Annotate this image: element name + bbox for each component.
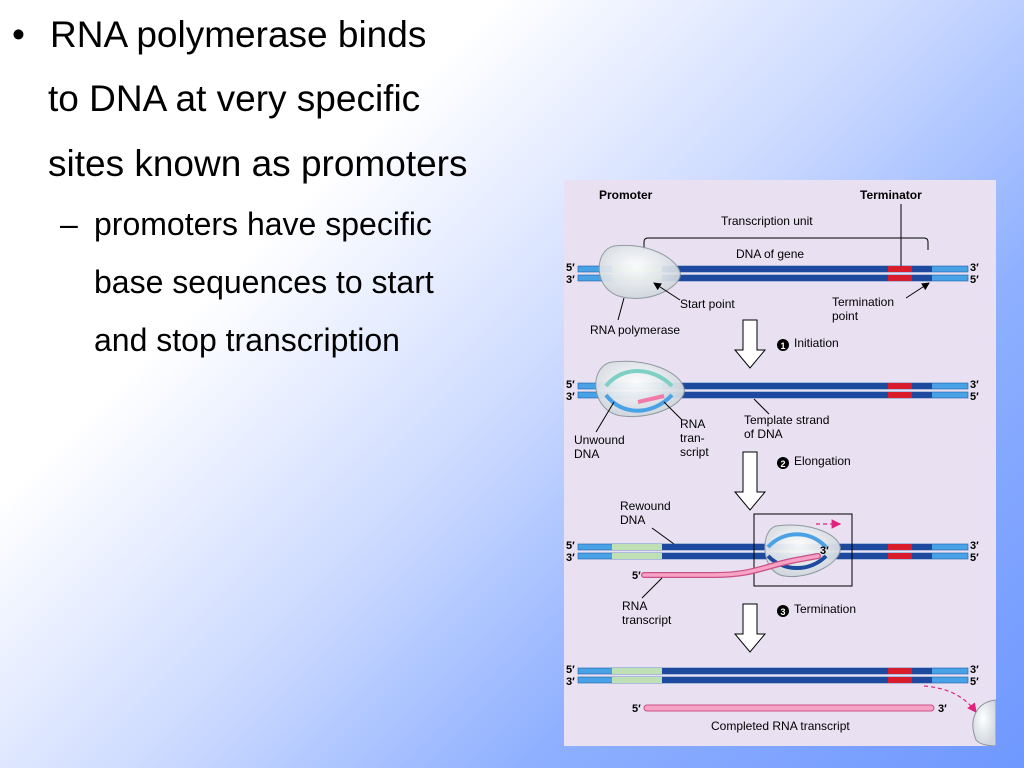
elongation-zoom-box: [753, 513, 853, 587]
start-point-label: Start point: [680, 297, 735, 311]
rna-transcript-a-3: script: [680, 445, 709, 459]
start-point-arrow: [653, 282, 681, 301]
sub-line-2: base sequences to start: [94, 264, 434, 300]
rna-transcript-b-2: transcript: [622, 613, 672, 627]
promoter-label: Promoter: [599, 188, 653, 202]
template-pointer: [753, 398, 770, 415]
five-prime-completed: 5′: [632, 703, 641, 715]
main-line-3: sites known as promoters: [48, 143, 468, 184]
five-prime-3b: 5′: [970, 552, 979, 564]
sub-line-1: promoters have specific: [94, 206, 432, 242]
step-2-marker: [777, 457, 789, 469]
three-prime-1b: 3′: [970, 262, 979, 274]
five-prime-4a: 5′: [566, 664, 575, 676]
five-prime-1b: 5′: [970, 274, 979, 286]
bullet-symbol: •: [12, 14, 25, 55]
step-2-number: 2: [780, 459, 785, 469]
rna-polymerase-label: RNA polymerase: [590, 323, 680, 337]
main-line-1: RNA polymerase binds: [50, 14, 427, 55]
three-prime-1a: 3′: [566, 274, 575, 286]
completed-transcript-label: Completed RNA transcript: [711, 719, 850, 733]
five-prime-1a: 5′: [566, 262, 575, 274]
five-prime-2b: 5′: [970, 391, 979, 403]
step-1-label: Initiation: [794, 336, 839, 350]
completed-rna-transcript: [643, 704, 935, 712]
three-prime-3b: 3′: [970, 540, 979, 552]
three-prime-4a: 3′: [566, 676, 575, 688]
rna-transcript-a-1: RNA: [680, 417, 705, 431]
termination-point-arrow: [905, 282, 930, 299]
unwound-strand-bottom: [604, 393, 674, 413]
dna-row-2: [577, 382, 969, 399]
template-label-1: Template strand: [744, 413, 829, 427]
five-prime-2a: 5′: [566, 379, 575, 391]
five-prime-4b: 5′: [970, 676, 979, 688]
rna-transcript-pointer: [663, 401, 683, 421]
rna-transcript-b-pointer: [641, 577, 663, 599]
template-label-2: of DNA: [744, 427, 783, 441]
rewound-label-1: Rewound: [620, 499, 671, 513]
dna-of-gene-label: DNA of gene: [736, 247, 804, 261]
three-prime-2b: 3′: [970, 379, 979, 391]
five-prime-transcript: 5′: [632, 570, 641, 582]
transcription-unit-bracket: [643, 237, 929, 250]
unwound-pointer: [595, 401, 615, 433]
step-3-arrow: [733, 603, 767, 653]
three-prime-2a: 3′: [566, 391, 575, 403]
rna-transcript-growing-fill: [642, 554, 820, 577]
elongation-strand-top: [766, 532, 828, 549]
release-arrow: [923, 685, 977, 713]
three-prime-elongation: 3′: [820, 545, 829, 557]
rna-polymerase-1: [598, 244, 681, 299]
terminator-label: Terminator: [860, 188, 922, 202]
termination-point-label-1: Termination: [832, 295, 894, 309]
rna-transcript-a-2: tran-: [680, 431, 705, 445]
rewound-pointer: [651, 527, 675, 545]
termination-point-label-2: point: [832, 309, 859, 323]
five-prime-3a: 5′: [566, 540, 575, 552]
step-3-label: Termination: [794, 602, 856, 616]
slide-text: • RNA polymerase binds to DNA at very sp…: [0, 0, 600, 400]
dash-symbol: –: [60, 206, 78, 242]
step-1-arrow: [733, 319, 767, 369]
three-prime-3a: 3′: [566, 552, 575, 564]
three-prime-completed: 3′: [938, 703, 947, 715]
step-2-label: Elongation: [794, 454, 851, 468]
unwound-label-2: DNA: [574, 447, 599, 461]
sub-line-3: and stop transcription: [94, 322, 400, 358]
step-1-number: 1: [780, 341, 785, 351]
step-3-marker: [777, 605, 789, 617]
unwound-label-1: Unwound: [574, 433, 625, 447]
three-prime-4b: 3′: [970, 664, 979, 676]
rewound-label-2: DNA: [620, 513, 645, 527]
rna-transcript-b-1: RNA: [622, 599, 647, 613]
step-3-number: 3: [780, 607, 785, 617]
rna-polymerase-pointer: [617, 297, 625, 321]
elongation-strand-bottom: [766, 554, 828, 570]
unwound-strand-top: [604, 369, 674, 388]
dna-row-4: [577, 667, 969, 684]
transcription-figure: Promoter Terminator Transcription unit D…: [564, 180, 997, 747]
transcription-diagram: Promoter Terminator Transcription unit D…: [566, 188, 997, 747]
rna-transcript-short: [637, 394, 665, 404]
main-line-2: to DNA at very specific: [48, 78, 421, 119]
step-1-marker: [777, 339, 789, 351]
transcription-unit-label: Transcription unit: [721, 214, 813, 228]
rna-polymerase-released: [972, 699, 997, 747]
step-2-arrow: [733, 451, 767, 511]
